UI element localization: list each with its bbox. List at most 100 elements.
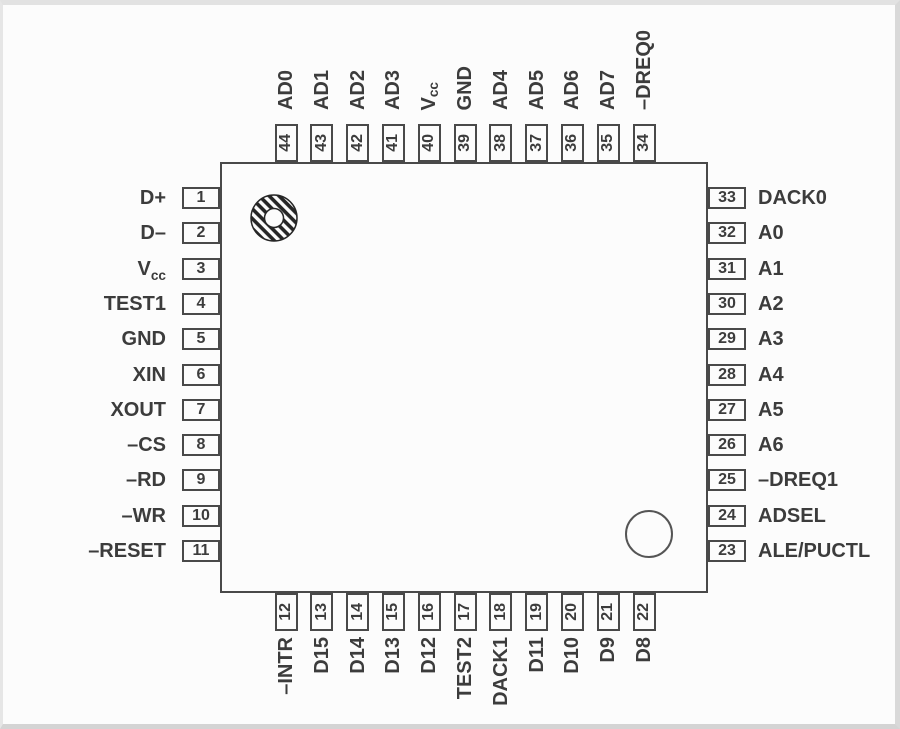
pin-box-44: 44 [274,124,298,162]
pin-label-text: AD3 [382,69,405,110]
pin-label-text: AD6 [561,69,584,110]
pin-number: 29 [718,330,736,348]
pin-number: 38 [491,134,509,152]
pin-label-24: ADSEL [758,504,826,528]
pin-label-text: A2 [758,292,784,315]
pin-label-text: AD2 [346,69,369,110]
pin-number: 24 [718,506,736,524]
pin-label-text: ADSEL [758,504,826,527]
pin-number: 16 [420,603,438,621]
pin-label-text: D10 [561,637,584,674]
pin-number: 20 [563,603,581,621]
pin-label-38: AD4 [489,70,513,110]
pin-label-text: AD5 [525,69,548,110]
pin-label-text: D11 [525,637,548,673]
pin-label-6: XIN [133,363,166,387]
pin-label-13: D15 [310,637,334,674]
pin-box-34: 34 [632,124,656,162]
pin-label-36: AD6 [560,70,584,110]
pin-label-text: V [418,96,441,110]
pin-label-22: D8 [632,637,656,663]
pin-number: 9 [196,471,206,489]
pin-number: 27 [718,400,736,418]
pin-box-42: 42 [346,124,370,162]
pin-number: 30 [718,294,736,312]
pin-label-20: D10 [560,637,584,674]
pin-label-5: GND [122,327,166,351]
pin-label-text: –RD [125,469,166,492]
pin-label-text: D15 [310,637,333,674]
pin-label-3: Vcc [138,257,166,288]
pin-label-41: AD3 [381,70,405,110]
pin-label-text: A1 [758,257,784,280]
pin-number: 25 [718,471,736,489]
pin-label-9: –RD [126,468,166,492]
pin-number: 7 [196,400,206,418]
pin-number: 32 [718,224,736,242]
pin-label-39: GND [453,66,477,110]
pin-label-text: A0 [758,222,784,245]
pin-number: 6 [196,365,206,383]
pin-label-text: D8 [633,637,655,663]
pin-box-33: 33 [708,187,746,209]
pin-box-13: 13 [310,593,334,631]
pin-label-subscript: cc [150,267,166,283]
pin-box-24: 24 [708,504,746,527]
pin-box-6: 6 [182,363,220,386]
pin-label-33: DACK0 [758,186,827,210]
pin-label-28: A4 [758,363,784,387]
pin-number: 18 [491,603,509,621]
pin-label-text: DACK1 [489,637,512,706]
pin-label-12: –INTR [274,637,298,695]
pin-label-text: A5 [758,398,784,421]
pin-box-28: 28 [708,363,746,386]
pin-label-35: AD7 [596,70,620,110]
pin-box-36: 36 [560,124,584,162]
pin-box-43: 43 [310,124,334,162]
pin-box-4: 4 [182,292,220,315]
pin-label-40: Vcc [417,82,441,110]
pin-label-8: –CS [127,433,166,457]
pin-label-15: D13 [381,637,405,674]
pin-label-text: DACK0 [758,187,827,209]
pin-box-31: 31 [708,257,746,280]
pin-number: 37 [527,134,545,152]
pin-number: 13 [312,603,330,621]
pin-number: 26 [718,436,736,454]
pin-box-5: 5 [182,328,220,351]
pin-label-text: D14 [346,637,369,674]
pin-number: 35 [599,134,617,152]
pin-label-26: A6 [758,433,784,457]
pin-number: 4 [196,294,206,312]
pin-number: 34 [635,134,652,152]
pin-box-20: 20 [560,593,584,631]
pin-box-14: 14 [346,593,370,631]
pin-label-17: TEST2 [453,637,477,699]
pin-number: 41 [384,134,402,152]
pin-label-text: XOUT [110,398,166,421]
pin-label-text: TEST2 [454,637,476,700]
pin-label-18: DACK1 [489,637,513,706]
pin-number: 8 [196,436,206,454]
pin-box-37: 37 [525,124,549,162]
pin-label-32: A0 [758,221,784,245]
pin-label-text: A6 [758,434,784,457]
pin-box-22: 22 [632,593,656,631]
pin-number: 14 [348,603,366,621]
pin-label-text: D12 [418,637,441,674]
pin-label-text: D+ [139,187,166,209]
pin-box-25: 25 [708,469,746,492]
pin-label-text: D9 [597,637,620,663]
pin-box-3: 3 [182,257,220,280]
pin-label-text: –CS [127,434,166,457]
pin-label-text: GND [454,65,476,110]
pin-box-29: 29 [708,328,746,351]
pin-label-16: D12 [417,637,441,674]
pin-box-38: 38 [489,124,513,162]
pin-label-27: A5 [758,398,784,422]
pin-label-29: A3 [758,327,784,351]
pin-label-text: TEST1 [103,292,166,315]
pin-box-26: 26 [708,434,746,457]
pin-box-1: 1 [182,187,220,209]
